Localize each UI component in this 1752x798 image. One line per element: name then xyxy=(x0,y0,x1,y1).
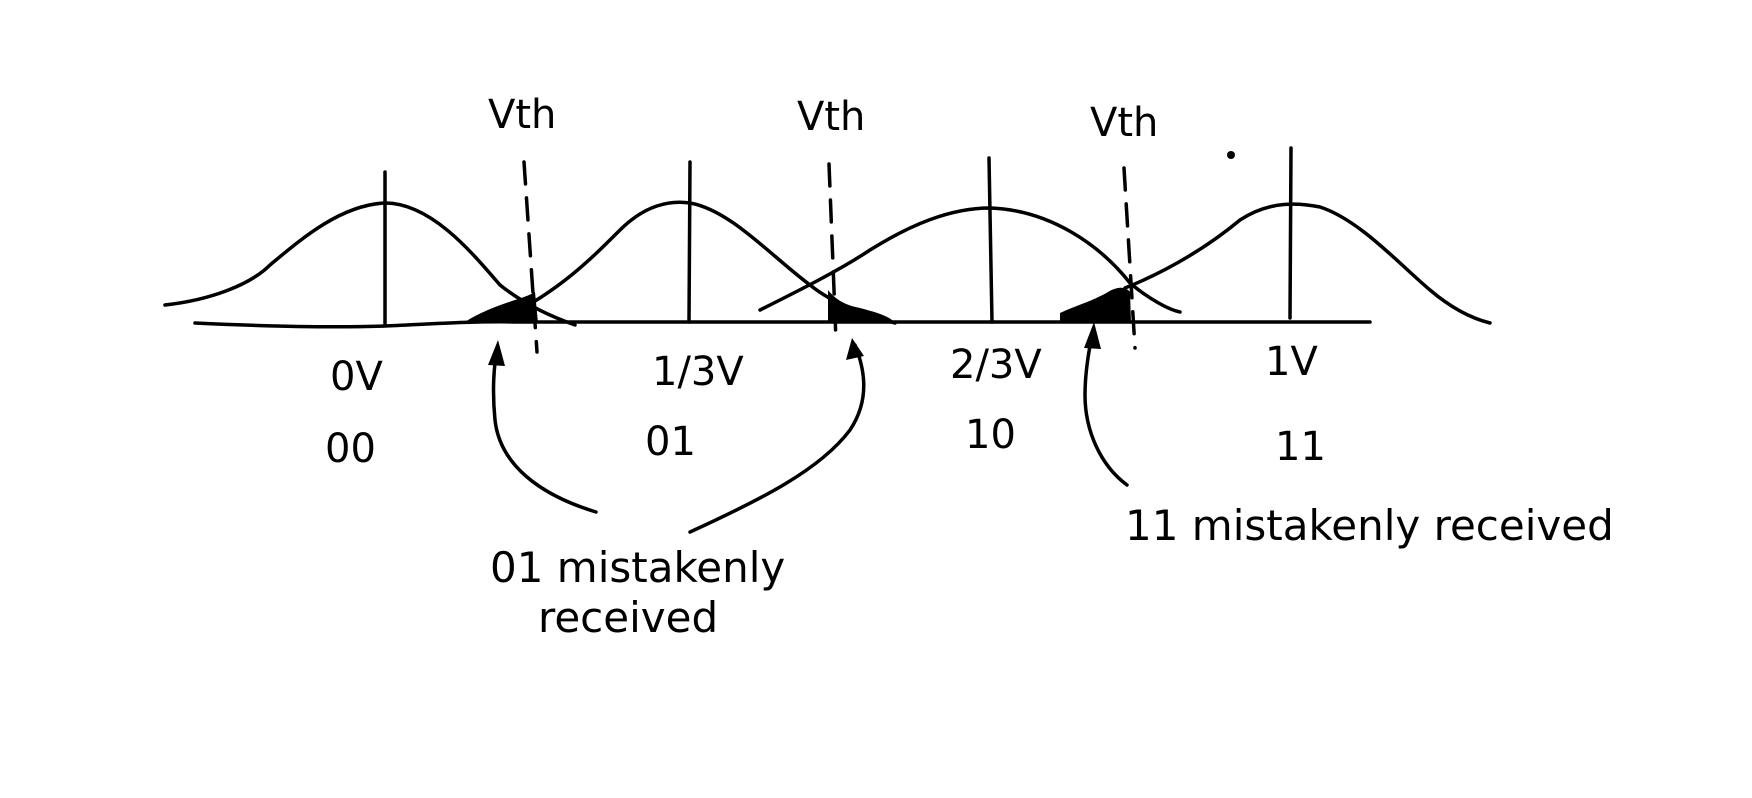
bits-label-01: 01 xyxy=(645,419,696,465)
error-region-1 xyxy=(465,292,538,323)
annotation-01-line2: received xyxy=(538,593,718,642)
voltage-axis xyxy=(193,320,1372,329)
threshold-label-2: Vth xyxy=(797,94,865,140)
threshold-label-3: Vth xyxy=(1090,100,1158,146)
error-region-3 xyxy=(1060,287,1131,323)
arrow-right xyxy=(1083,328,1129,487)
arrow-left-1 xyxy=(491,348,598,514)
threshold-line-1 xyxy=(522,160,539,354)
bits-label-10: 10 xyxy=(965,412,1016,458)
threshold-label-1: Vth xyxy=(488,92,556,138)
bits-label-00: 00 xyxy=(325,426,376,472)
voltage-label-0v: 0V xyxy=(330,354,383,400)
annotation-11: 11 mistakenly received xyxy=(1125,501,1614,550)
level-marker-1-3v xyxy=(687,160,692,324)
level-marker-1v xyxy=(1288,146,1293,320)
bits-label-11: 11 xyxy=(1275,424,1326,470)
voltage-label-1-3v: 1/3V xyxy=(652,349,744,395)
arrow-head-3 xyxy=(1084,322,1101,349)
ink-dot xyxy=(1227,151,1235,159)
arrow-left-2 xyxy=(688,343,866,534)
arrow-head-2 xyxy=(846,338,864,360)
threshold-line-2 xyxy=(827,162,838,342)
voltage-label-2-3v: 2/3V xyxy=(950,342,1042,388)
arrow-head-1 xyxy=(488,340,505,366)
level-marker-2-3v xyxy=(987,156,994,324)
error-region-2 xyxy=(828,290,895,323)
distribution-curve-11 xyxy=(1123,202,1492,325)
voltage-label-1v: 1V xyxy=(1265,339,1318,385)
threshold-line-3 xyxy=(1122,166,1137,350)
annotation-01-line1: 01 mistakenly xyxy=(490,543,785,592)
